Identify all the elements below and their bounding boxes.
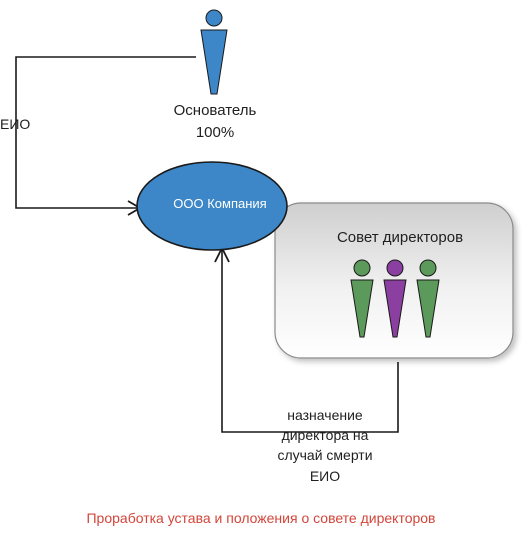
appointment-label-line-4: ЕИО (309, 468, 341, 484)
board-member-icon-2 (383, 259, 407, 338)
footer-caption: Проработка устава и положения о совете д… (86, 510, 436, 526)
founder-to-company-connector (15, 56, 196, 209)
edge-label-eio: ЕИО (0, 116, 31, 132)
board-member-icon-1 (350, 259, 374, 338)
board-title: Совет директоров (336, 229, 464, 246)
founder-person-icon (200, 9, 228, 95)
founder-share-label: 100% (195, 124, 235, 141)
board-to-company-connector (221, 250, 399, 433)
appointment-label-line-1: назначение (287, 407, 363, 423)
company-label: ООО Компания (173, 196, 267, 211)
board-member-icon-3 (416, 259, 440, 338)
appointment-label-line-3: случай смерти (277, 447, 373, 463)
company-node (136, 161, 288, 251)
founder-name-label: Основатель (173, 102, 257, 119)
appointment-label-line-2: директора на (281, 427, 369, 443)
